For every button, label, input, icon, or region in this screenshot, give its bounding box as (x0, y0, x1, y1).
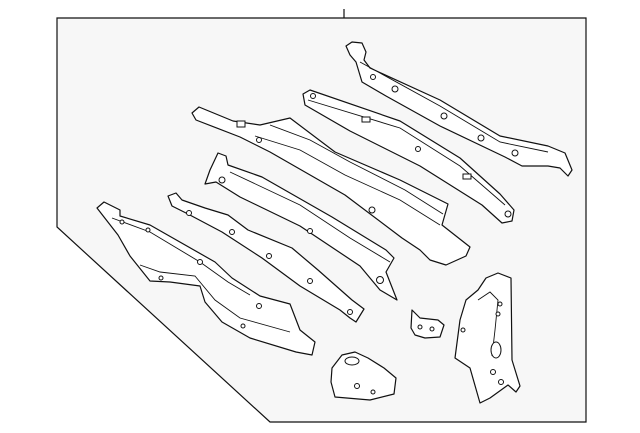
cowl-reinforcement[interactable] (204, 152, 398, 301)
upper-rail[interactable] (345, 41, 573, 177)
dash-panel[interactable] (96, 201, 316, 356)
lower-rail[interactable] (167, 192, 365, 323)
strut-tower-cap[interactable] (330, 351, 397, 401)
cross-member[interactable] (302, 89, 515, 224)
cowl-panel[interactable] (191, 106, 471, 266)
bracket[interactable] (410, 309, 445, 339)
pillar-panel[interactable] (454, 272, 521, 404)
